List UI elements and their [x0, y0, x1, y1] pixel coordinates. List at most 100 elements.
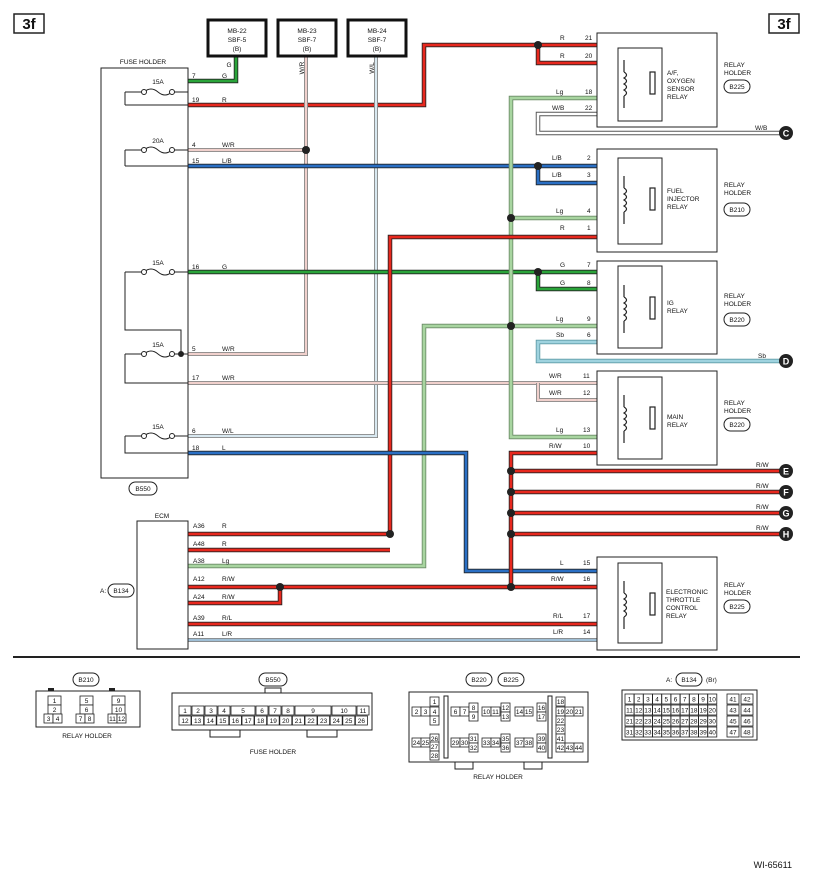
- pin-cell: [217, 705, 231, 716]
- pin-number: 5: [241, 708, 245, 715]
- pin-cell: [468, 711, 479, 722]
- svg-text:13: 13: [583, 427, 591, 434]
- pin-number: 6: [674, 696, 678, 703]
- pin-number: 14: [207, 718, 215, 725]
- svg-text:(B): (B): [303, 46, 312, 53]
- svg-text:RELAY: RELAY: [667, 308, 688, 315]
- svg-text:W/R: W/R: [222, 375, 235, 382]
- svg-text:D: D: [783, 357, 790, 367]
- pin-number: 1: [183, 708, 187, 715]
- svg-text:19: 19: [192, 97, 200, 104]
- pin-number: 38: [690, 729, 698, 736]
- pin-number: 33: [483, 740, 491, 747]
- pin-number: 44: [743, 707, 751, 714]
- pin-cell: [726, 693, 740, 705]
- pin-number: 8: [692, 696, 696, 703]
- pin-number: 8: [88, 716, 92, 723]
- svg-text:Lg: Lg: [556, 89, 564, 96]
- pin-number: 15: [525, 709, 533, 716]
- pin-number: 40: [709, 729, 717, 736]
- svg-text:G: G: [222, 264, 227, 271]
- wire-rw-branches: [511, 469, 781, 536]
- pin-cell: [228, 715, 242, 726]
- pin-cell: [573, 706, 584, 717]
- svg-text:L: L: [560, 560, 564, 567]
- pin-number: 18: [257, 718, 265, 725]
- svg-text:R/L: R/L: [553, 613, 564, 620]
- pin-number: 13: [502, 714, 510, 721]
- pin-number: 36: [672, 729, 680, 736]
- svg-text:R: R: [222, 523, 227, 530]
- pin-number: 31: [626, 729, 634, 736]
- pin-cell: [279, 715, 293, 726]
- fuse-rating-5: 15A: [152, 424, 164, 431]
- pin-number: 16: [672, 707, 680, 714]
- svg-text:1: 1: [587, 225, 591, 232]
- pin-cell: [255, 705, 269, 716]
- pin-number: 11: [492, 709, 499, 716]
- pin-number: 7: [273, 708, 277, 715]
- pin-cell: [354, 715, 368, 726]
- pin-number: 41: [729, 696, 737, 703]
- pin-cell: [740, 704, 754, 716]
- svg-text:RELAY: RELAY: [724, 400, 745, 407]
- svg-text:L: L: [222, 445, 226, 452]
- pin-cell: [536, 742, 547, 753]
- svg-text:F: F: [783, 488, 789, 498]
- svg-text:MB-23: MB-23: [297, 28, 317, 35]
- svg-text:6: 6: [587, 332, 591, 339]
- svg-text:5: 5: [192, 346, 196, 353]
- pin-cell: [317, 715, 331, 726]
- fuse-holder-title: FUSE HOLDER: [120, 59, 167, 66]
- svg-text:RELAY HOLDER: RELAY HOLDER: [473, 774, 523, 781]
- svg-text:RELAY: RELAY: [724, 582, 745, 589]
- svg-text:RELAY HOLDER: RELAY HOLDER: [62, 733, 112, 740]
- pin-cell: [52, 713, 63, 724]
- pin-number: 37: [681, 729, 689, 736]
- connector-f: [779, 485, 793, 499]
- svg-text:R/L: R/L: [222, 615, 233, 622]
- fuse-holder: FUSE HOLDER 15A 20A 15A 15A 15A B550: [100, 59, 189, 496]
- svg-text:B220: B220: [729, 422, 745, 429]
- svg-text:RELAY: RELAY: [724, 293, 745, 300]
- svg-text:B550: B550: [265, 677, 281, 684]
- pin-number: 3: [209, 708, 213, 715]
- pin-number: 18: [557, 699, 565, 706]
- svg-text:MB-24: MB-24: [367, 28, 387, 35]
- pin-cell: [281, 705, 295, 716]
- pin-number: 43: [566, 745, 574, 752]
- pin-number: 42: [743, 696, 751, 703]
- pin-cell: [707, 726, 718, 738]
- pin-number: 6: [260, 708, 264, 715]
- pin-number: 23: [557, 727, 565, 734]
- pin-cell: [726, 704, 740, 716]
- svg-text:21: 21: [585, 35, 593, 42]
- pin-number: 8: [286, 708, 290, 715]
- svg-text:W/R: W/R: [222, 142, 235, 149]
- svg-text:10: 10: [583, 443, 591, 450]
- svg-text:L/R: L/R: [553, 629, 563, 636]
- svg-text:SBF-7: SBF-7: [368, 37, 387, 44]
- pin-number: 15: [663, 707, 671, 714]
- pin-number: 30: [709, 718, 717, 725]
- pin-number: 26: [431, 736, 439, 743]
- fuse-rating-3: 15A: [152, 260, 164, 267]
- svg-text:RELAY: RELAY: [667, 94, 688, 101]
- svg-text:R: R: [560, 35, 565, 42]
- svg-text:W/B: W/B: [755, 125, 767, 132]
- svg-text:A38: A38: [193, 558, 205, 565]
- pin-number: 20: [282, 718, 290, 725]
- svg-text:R: R: [222, 541, 227, 548]
- pin-cell: [726, 726, 740, 738]
- pin-cell: [740, 715, 754, 727]
- svg-text:A12: A12: [193, 576, 205, 583]
- svg-text:B210: B210: [729, 207, 745, 214]
- svg-text:INJECTOR: INJECTOR: [667, 196, 700, 203]
- pin-number: 46: [743, 718, 751, 725]
- pin-number: 27: [431, 744, 439, 751]
- svg-text:MB-22: MB-22: [227, 28, 247, 35]
